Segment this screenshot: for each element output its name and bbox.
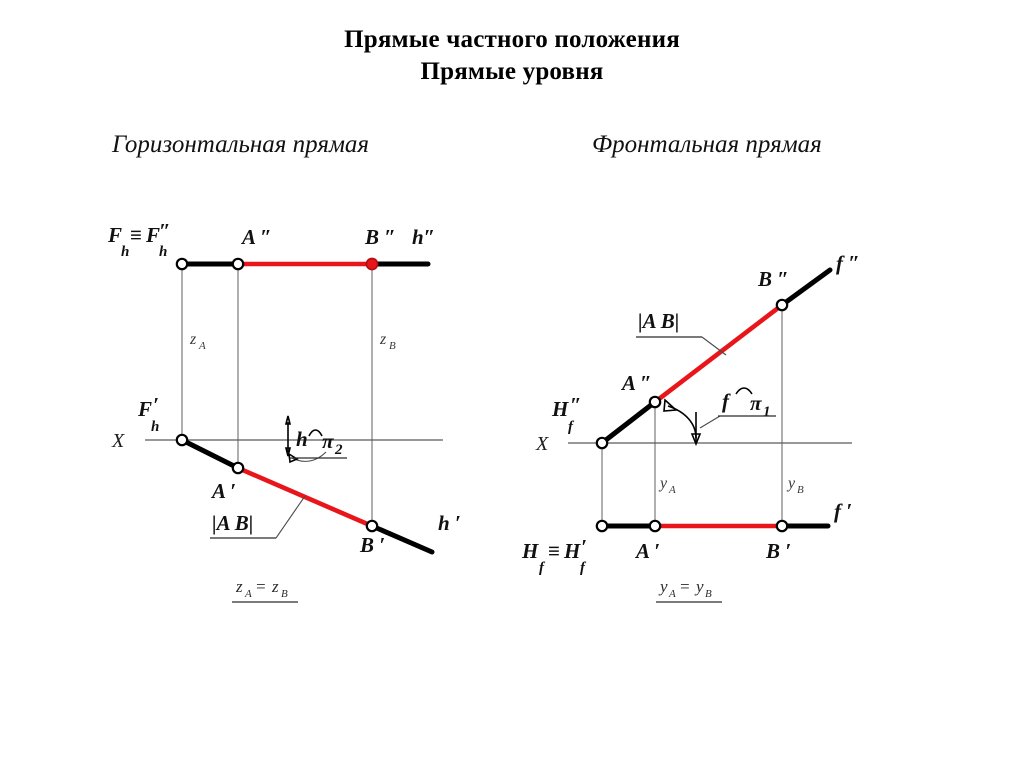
annotation-angle-h-pi2: h π 2 <box>284 415 347 464</box>
label-trace-top-F2-prime: ″ <box>159 219 171 243</box>
label-trace-top-H-prime: ″ <box>570 393 582 417</box>
label-trace-top-F2: F <box>145 223 160 247</box>
point-trace-bottom <box>175 433 189 447</box>
formula-right-yA: y <box>658 577 668 596</box>
label-trace-top: F h ≡ F ″ h <box>107 219 171 260</box>
annotation-angle-f-pi1: f π 1 <box>663 387 776 447</box>
point-trace-top-right <box>595 436 609 450</box>
label-line-h-top: h″ <box>412 225 435 249</box>
label-trace-bottom: F ′ h <box>137 393 159 435</box>
label-trace-bottom-eq: ≡ <box>548 539 560 563</box>
axis-x-label: X <box>111 430 125 452</box>
label-trace-top-H: H <box>551 397 569 421</box>
label-trace-bottom-H1: H <box>521 539 539 563</box>
label-trace-top-eq: ≡ <box>130 223 142 247</box>
label-point-a-bottom: A ′ <box>210 479 236 503</box>
formula-right-yB: y <box>694 577 704 596</box>
label-trace-bottom-H1-sub: f <box>539 560 546 576</box>
label-depth-a-main: y <box>658 475 668 492</box>
subtitle-horizontal-line: Горизонтальная прямая <box>112 131 370 158</box>
point-b-top <box>365 257 379 271</box>
point-a-bottom-right <box>648 519 662 533</box>
point-a-bottom <box>231 461 245 475</box>
point-b-top-right <box>775 298 789 312</box>
formula-right-yB-sub: B <box>705 588 712 600</box>
point-trace-top <box>175 257 189 271</box>
annotation-true-length-left: |A B| <box>210 495 306 539</box>
label-depth-a-sub: A <box>668 484 676 496</box>
point-b-bottom-right <box>775 519 789 533</box>
label-line-f-top-right: f ″ <box>836 251 860 275</box>
point-a-top-right <box>648 395 662 409</box>
point-b-bottom <box>365 519 379 533</box>
formula-right-equals: = <box>679 577 690 596</box>
label-angle-line-f: f <box>722 389 731 413</box>
label-point-a-top-right: A ″ <box>620 371 652 395</box>
label-point-b-top-right: B ″ <box>757 267 789 291</box>
label-point-b-bottom-right: B ′ <box>765 539 791 563</box>
segment-b-to-end-top-right <box>779 267 833 308</box>
formula-left: z A = z B <box>232 577 298 603</box>
label-true-length-left: |A B| <box>212 511 253 535</box>
point-a-top <box>231 257 245 271</box>
title-line-2: Прямые уровня <box>420 58 604 85</box>
formula-left-equals: = <box>255 577 266 596</box>
label-angle-plane-pi: π <box>322 429 334 453</box>
label-height-b-sub: B <box>389 340 396 352</box>
label-height-a: z A <box>189 331 206 352</box>
subtitle-frontal-line: Фронтальная прямая <box>592 131 822 158</box>
label-height-b-main: z <box>379 331 387 348</box>
formula-right: y A = y B <box>656 577 722 603</box>
label-trace-bottom-F: F <box>137 397 152 421</box>
label-height-b: z B <box>379 331 396 352</box>
label-depth-a: y A <box>658 475 676 496</box>
label-depth-b: y B <box>786 475 804 496</box>
label-point-a-bottom-right: A ′ <box>634 539 660 563</box>
label-true-length-right: |A B| <box>638 309 679 333</box>
point-trace-bottom-right <box>595 519 609 533</box>
segment-b-to-end-bottom <box>369 523 435 555</box>
formula-left-zA-sub: A <box>244 588 252 600</box>
formula-left-zB-sub: B <box>281 588 288 600</box>
label-height-a-sub: A <box>198 340 206 352</box>
formula-left-zA: z <box>235 577 243 596</box>
title-line-1: Прямые частного положения <box>344 26 680 53</box>
label-trace-top-right: H ″ f <box>551 393 582 435</box>
label-height-a-main: z <box>189 331 197 348</box>
label-trace-bottom-H2-prime: ′ <box>581 535 587 559</box>
label-depth-b-sub: B <box>797 484 804 496</box>
segment-ab-top-right <box>653 303 784 404</box>
label-angle-plane-pi1-sub: 1 <box>763 404 771 420</box>
label-trace-bottom-right: H f ≡ H ′ f <box>521 535 587 576</box>
label-line-f-bottom-right: f ′ <box>834 499 852 523</box>
label-trace-top-F1: F <box>107 223 122 247</box>
label-angle-plane-pi1: π <box>750 391 762 415</box>
label-trace-top-H-sub: f <box>568 419 575 435</box>
segment-trace-to-a-top-right <box>599 399 658 446</box>
label-angle-line-h: h <box>296 427 308 451</box>
label-depth-b-main: y <box>786 475 796 492</box>
label-trace-top-F2-sub: h <box>159 244 167 260</box>
label-trace-top-F1-sub: h <box>121 244 129 260</box>
label-trace-bottom-H2-sub: f <box>580 560 587 576</box>
label-trace-bottom-H2: H <box>563 539 581 563</box>
label-trace-bottom-sub: h <box>151 419 159 435</box>
segment-ab-bottom <box>237 465 373 529</box>
label-point-b-bottom: B ′ <box>359 533 385 557</box>
segment-trace-to-a-bottom <box>179 437 241 471</box>
label-line-h-bottom: h ′ <box>438 511 461 535</box>
annotation-true-length-right: |A B| <box>636 309 727 356</box>
label-point-a-top: A ″ <box>240 225 272 249</box>
formula-right-yA-sub: A <box>668 588 676 600</box>
label-angle-plane-pi-sub: 2 <box>334 442 343 458</box>
page-title: Прямые частного положения Прямые уровня <box>0 24 1024 88</box>
axis-x-label-right: X <box>535 433 549 455</box>
label-trace-bottom-prime: ′ <box>153 393 159 417</box>
label-point-b-top: B ″ <box>364 225 396 249</box>
formula-left-zB: z <box>271 577 279 596</box>
